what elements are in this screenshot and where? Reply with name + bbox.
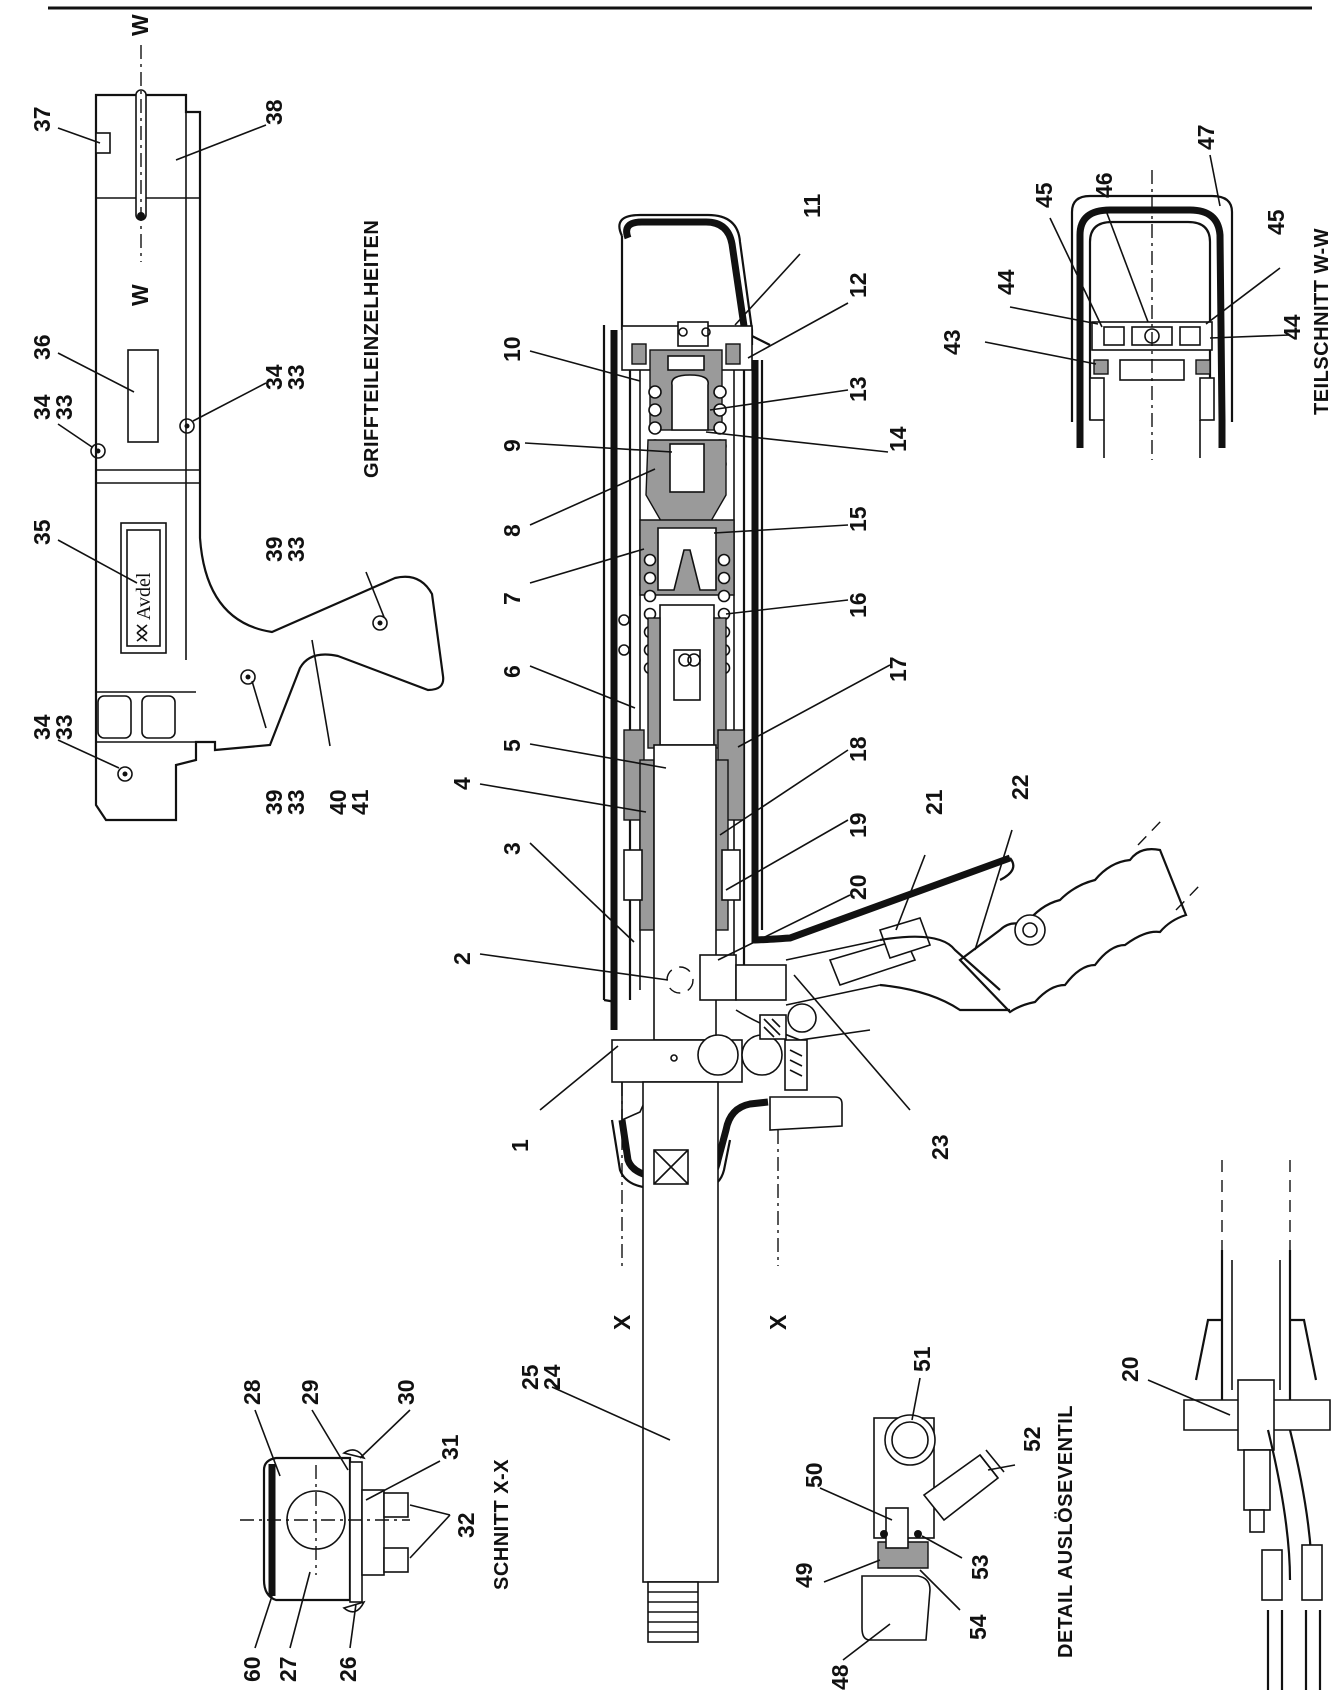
callout-24: 24 [539,1364,565,1390]
callout-33-c: 33 [283,536,309,562]
callout-18: 18 [845,736,871,762]
callout-25: 25 [517,1364,543,1390]
callout-29: 29 [297,1379,323,1405]
callout-52: 52 [1019,1426,1045,1452]
callout-47: 47 [1193,124,1219,150]
callout-34-a: 34 [29,394,55,420]
callout-41: 41 [347,789,373,815]
callout-32: 32 [453,1512,479,1538]
callout-51: 51 [909,1346,935,1372]
callout-45-b: 45 [1263,209,1289,235]
callout-2: 2 [449,952,475,965]
callout-34-b: 34 [261,364,287,390]
callout-45-a: 45 [1031,182,1057,208]
section-mark-w-top: W [127,14,153,36]
callout-9: 9 [499,439,525,452]
callout-16: 16 [845,592,871,618]
callout-38: 38 [261,99,287,125]
callout-10: 10 [499,336,525,362]
callout-3: 3 [499,842,525,855]
callout-35: 35 [29,519,55,545]
callout-6: 6 [499,665,525,678]
section-titles: GRIFFTEILEINZELHEITEN TEILSCHNITT W-W SC… [361,220,1333,1658]
callout-5: 5 [499,739,525,752]
callout-15: 15 [845,506,871,532]
callout-19: 19 [845,812,871,838]
title-section-ww: TEILSCHNITT W-W [1311,228,1333,415]
section-mark-x-right: X [765,1314,791,1330]
callout-1: 1 [507,1139,533,1152]
title-section-xx: SCHNITT X-X [491,1459,513,1590]
callout-33-b: 33 [283,364,309,390]
main-tool-section [479,213,1201,1643]
valve-detail [819,1377,1016,1661]
callout-39-a: 39 [261,536,287,562]
section-xx [240,1409,451,1649]
section-mark-w-mid: W [127,284,153,306]
callout-44-b: 44 [1279,314,1305,340]
callout-30: 30 [393,1379,419,1405]
callout-37: 37 [29,106,55,132]
section-ww [984,154,1291,460]
callout-8: 8 [499,524,525,537]
callout-34-c: 34 [29,714,55,740]
callout-46: 46 [1091,172,1117,198]
brand-logo-text: Avdel [133,572,155,620]
section-marks: W W X X [127,14,791,1330]
callout-33-d: 33 [51,714,77,740]
callout-36: 36 [29,334,55,360]
callout-40: 40 [325,789,351,815]
callout-50: 50 [801,1462,827,1488]
callout-4: 4 [449,777,475,790]
callout-39-b: 39 [261,789,287,815]
callout-48: 48 [827,1664,853,1690]
callout-60: 60 [239,1656,265,1682]
section-mark-x-left: X [609,1314,635,1330]
callout-17: 17 [885,656,911,682]
grip-detail: Avdel [57,45,445,822]
callout-20-detail: 20 [1117,1356,1143,1382]
callout-28: 28 [239,1379,265,1405]
callout-22: 22 [1007,774,1033,800]
callout-44-a: 44 [993,269,1019,295]
callout-7: 7 [499,592,525,605]
callout-33-e: 33 [283,789,309,815]
callout-13: 13 [845,376,871,402]
detail-20 [1147,1160,1331,1690]
callout-12: 12 [845,272,871,298]
callout-54: 54 [965,1614,991,1640]
callout-labels: 37 38 36 34 33 34 33 35 39 33 34 33 39 3… [29,99,1305,1690]
callout-33-a: 33 [51,394,77,420]
callout-11: 11 [799,193,825,218]
callout-43: 43 [939,329,965,355]
callout-14: 14 [885,426,911,452]
callout-26: 26 [335,1656,361,1682]
callout-23: 23 [927,1134,953,1160]
callout-53: 53 [967,1554,993,1580]
callout-21: 21 [921,789,947,815]
callout-27: 27 [275,1656,301,1682]
title-trigger-valve-detail: DETAIL AUSLÖSEVENTIL [1054,1405,1077,1658]
callout-20: 20 [845,874,871,900]
callout-31: 31 [437,1434,463,1460]
callout-49: 49 [791,1562,817,1588]
title-grip-details: GRIFFTEILEINZELHEITEN [361,220,383,478]
